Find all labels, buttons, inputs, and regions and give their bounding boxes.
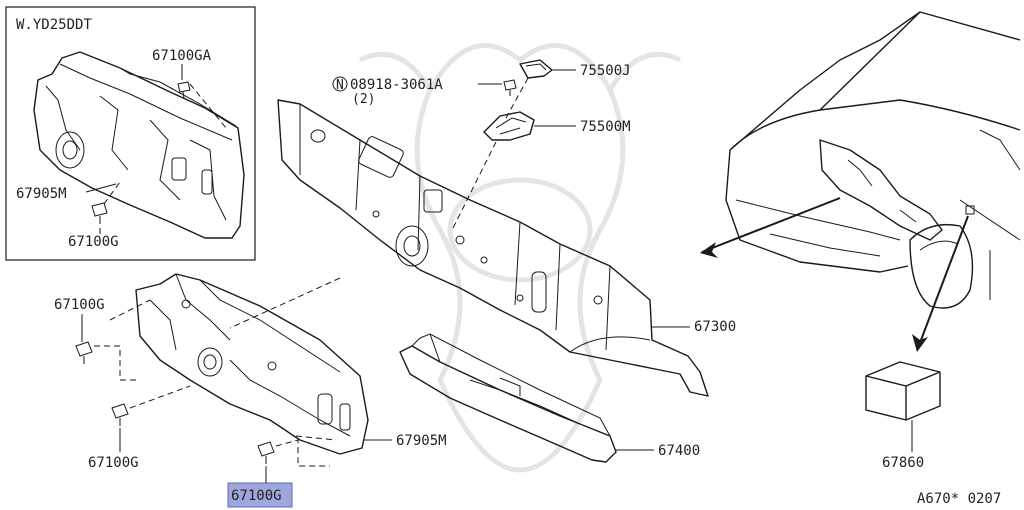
label-67300: 67300 — [694, 319, 736, 335]
clip-67100G-mid — [111, 403, 129, 426]
arrow-to-67860 — [912, 215, 969, 352]
arrow-to-panel — [700, 197, 841, 258]
bracket-75500J — [519, 59, 553, 79]
label-67860: 67860 — [882, 455, 924, 471]
label-67905M-inset: 67905M — [16, 186, 67, 202]
insulator-67905M — [135, 273, 369, 455]
label-67100G-mid: 67100G — [88, 455, 139, 471]
bolt-08918-3061A — [503, 79, 517, 96]
label-67100GA: 67100GA — [152, 48, 212, 64]
inset-clip-67100G — [91, 202, 108, 224]
cowl-member-67400 — [399, 333, 617, 463]
inset-clip-67100GA — [177, 81, 191, 99]
watermark-emblem — [358, 43, 682, 473]
pad-67860 — [865, 361, 941, 421]
vehicle-outline — [725, 11, 1021, 309]
label-bolt-qty: (2) — [352, 92, 375, 107]
label-67100G-inset: 67100G — [68, 234, 119, 250]
label-67100G-selected[interactable]: 67100G — [231, 488, 282, 504]
inset-insulator-67905M — [33, 51, 245, 239]
label-67400: 67400 — [658, 443, 700, 459]
inset-title: W.YD25DDT — [16, 17, 92, 33]
dash-panel-67300 — [277, 99, 709, 397]
label-75500M: 75500M — [580, 119, 631, 135]
clip-67100G-selected — [257, 441, 275, 464]
bracket-75500M — [483, 111, 535, 141]
inset-box: W.YD25DDT 67100GA 67905M 67100G — [5, 6, 256, 261]
label-75500J: 75500J — [580, 63, 631, 79]
diagram-code: A670* 0207 — [917, 491, 1001, 507]
label-bolt: 08918-3061A — [350, 77, 443, 93]
highlight-selected-part — [227, 482, 293, 508]
bolt-circle-icon — [332, 76, 348, 92]
clip-67100G-left — [75, 341, 93, 364]
label-bolt-circle: N — [336, 78, 344, 93]
label-67905M: 67905M — [396, 433, 447, 449]
label-67100G-left: 67100G — [54, 297, 105, 313]
